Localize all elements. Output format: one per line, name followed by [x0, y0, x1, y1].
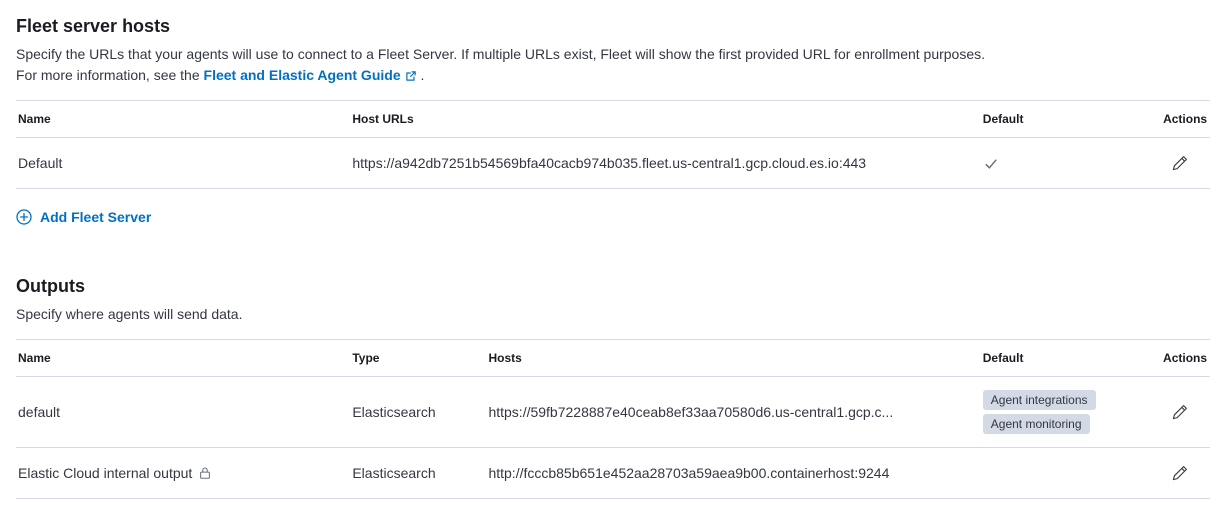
check-icon: [985, 159, 997, 169]
cell-default: [974, 447, 1156, 499]
description-line2-suffix: .: [420, 67, 425, 83]
fleet-table-header-row: Name Host URLs Default Actions: [16, 100, 1210, 138]
add-fleet-server-label: Add Fleet Server: [40, 209, 152, 225]
cell-type: Elasticsearch: [344, 447, 481, 499]
fleet-server-hosts-table: Name Host URLs Default Actions Default h…: [16, 100, 1210, 189]
outputs-table: Name Type Hosts Default Actions default …: [16, 339, 1210, 499]
cell-name: Elastic Cloud internal output: [16, 447, 345, 499]
column-header-name: Name: [16, 339, 345, 377]
edit-fleet-server-button[interactable]: [1168, 151, 1192, 175]
cell-type: Elasticsearch: [344, 376, 481, 448]
plus-in-circle-icon: [16, 209, 32, 225]
output-row-elastic-cloud-internal: Elastic Cloud internal output Elasticsea…: [16, 447, 1210, 499]
cell-actions: [1155, 137, 1210, 189]
fleet-guide-link[interactable]: Fleet and Elastic Agent Guide: [204, 65, 417, 86]
column-header-name: Name: [16, 100, 345, 138]
cell-hosts: https://59fb7228887e40ceab8ef33aa70580d6…: [480, 376, 975, 448]
column-header-type: Type: [344, 339, 481, 377]
output-row-default: default Elasticsearch https://59fb722888…: [16, 376, 1210, 448]
outputs-section: Outputs Specify where agents will send d…: [16, 274, 1210, 499]
pencil-icon: [1172, 466, 1187, 481]
cell-default: Agent integrations Agent monitoring: [974, 376, 1156, 448]
cell-host-urls: https://a942db7251b54569bfa40cacb974b035…: [344, 137, 975, 189]
cell-actions: [1155, 376, 1210, 448]
column-header-host-urls: Host URLs: [344, 100, 975, 138]
outputs-description: Specify where agents will send data.: [16, 306, 243, 322]
external-link-icon: [405, 70, 416, 81]
output-name-label: Elastic Cloud internal output: [18, 465, 193, 481]
agent-monitoring-badge: Agent monitoring: [982, 414, 1090, 434]
cell-actions: [1155, 447, 1210, 499]
column-header-default: Default: [974, 100, 1156, 138]
column-header-default: Default: [974, 339, 1156, 377]
cell-name: Default: [16, 137, 345, 189]
pencil-icon: [1172, 156, 1187, 171]
edit-output-button[interactable]: [1168, 461, 1192, 485]
fleet-server-hosts-title: Fleet server hosts: [16, 16, 171, 36]
fleet-guide-link-label: Fleet and Elastic Agent Guide: [203, 67, 401, 83]
outputs-table-header-row: Name Type Hosts Default Actions: [16, 339, 1210, 377]
edit-output-button[interactable]: [1168, 400, 1192, 424]
lock-icon: [200, 467, 211, 479]
description-line2-prefix: For more information, see the: [16, 67, 200, 83]
cell-default: [974, 137, 1156, 189]
cell-name: default: [16, 376, 345, 448]
column-header-actions: Actions: [1155, 339, 1210, 377]
column-header-actions: Actions: [1155, 100, 1210, 138]
cell-hosts: http://fcccb85b651e452aa28703a59aea9b00.…: [480, 447, 975, 499]
description-line1: Specify the URLs that your agents will u…: [16, 46, 986, 62]
fleet-server-hosts-description: Specify the URLs that your agents will u…: [16, 44, 1210, 86]
pencil-icon: [1172, 405, 1187, 420]
add-fleet-server-button[interactable]: Add Fleet Server: [16, 207, 151, 227]
outputs-title: Outputs: [16, 276, 85, 296]
column-header-hosts: Hosts: [480, 339, 975, 377]
default-badges: Agent integrations Agent monitoring: [982, 390, 1147, 434]
fleet-server-hosts-section: Fleet server hosts Specify the URLs that…: [16, 14, 1210, 230]
fleet-server-host-row: Default https://a942db7251b54569bfa40cac…: [16, 137, 1210, 189]
agent-integrations-badge: Agent integrations: [982, 390, 1096, 410]
